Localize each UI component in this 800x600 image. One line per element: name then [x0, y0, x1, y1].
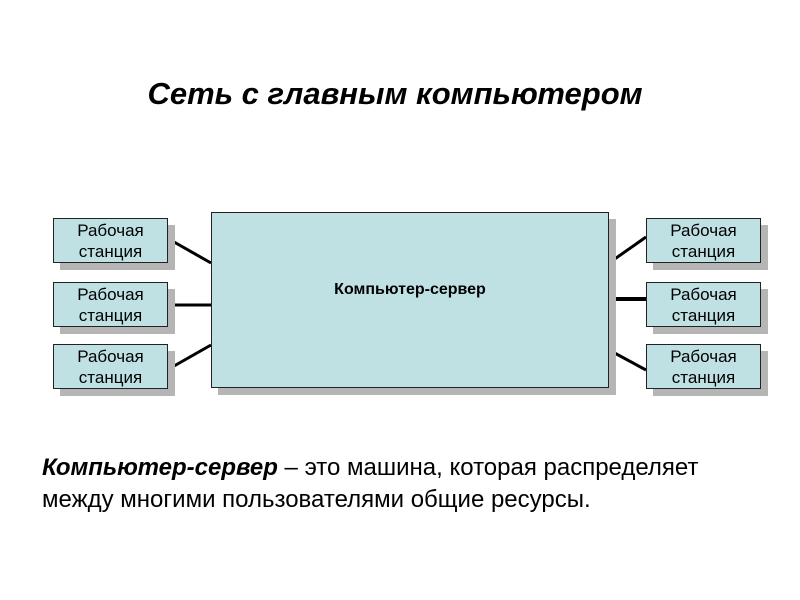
ws-line2: станция [671, 306, 736, 325]
workstation-left-1: Рабочая станция [53, 218, 168, 263]
ws-line1: Рабочая [670, 285, 737, 304]
ws-line2: станция [78, 368, 143, 387]
link-left-3 [166, 343, 212, 372]
workstation-left-2: Рабочая станция [53, 282, 168, 327]
ws-line2: станция [78, 306, 143, 325]
ws-line1: Рабочая [670, 347, 737, 366]
description: Компьютер-сервер – это машина, которая р… [42, 452, 762, 516]
description-text: – это машина, которая распределяет между… [42, 454, 699, 513]
link-left-1 [166, 236, 212, 265]
server-label: Компьютер-сервер [334, 281, 486, 298]
workstation-right-1: Рабочая станция [646, 218, 761, 263]
ws-line1: Рабочая [670, 221, 737, 240]
workstation-right-3: Рабочая станция [646, 344, 761, 389]
link-right-1 [608, 235, 647, 265]
ws-line2: станция [78, 242, 143, 261]
ws-line1: Рабочая [77, 285, 144, 304]
description-term: Компьютер-сервер [42, 454, 278, 481]
server-box: Компьютер-сервер [211, 212, 609, 388]
ws-line1: Рабочая [77, 347, 144, 366]
link-right-3 [608, 348, 647, 372]
slide-title: Сеть с главным компьютером [147, 76, 643, 111]
workstation-right-2: Рабочая станция [646, 282, 761, 327]
ws-line1: Рабочая [77, 221, 144, 240]
workstation-left-3: Рабочая станция [53, 344, 168, 389]
ws-line2: станция [671, 242, 736, 261]
ws-line2: станция [671, 368, 736, 387]
